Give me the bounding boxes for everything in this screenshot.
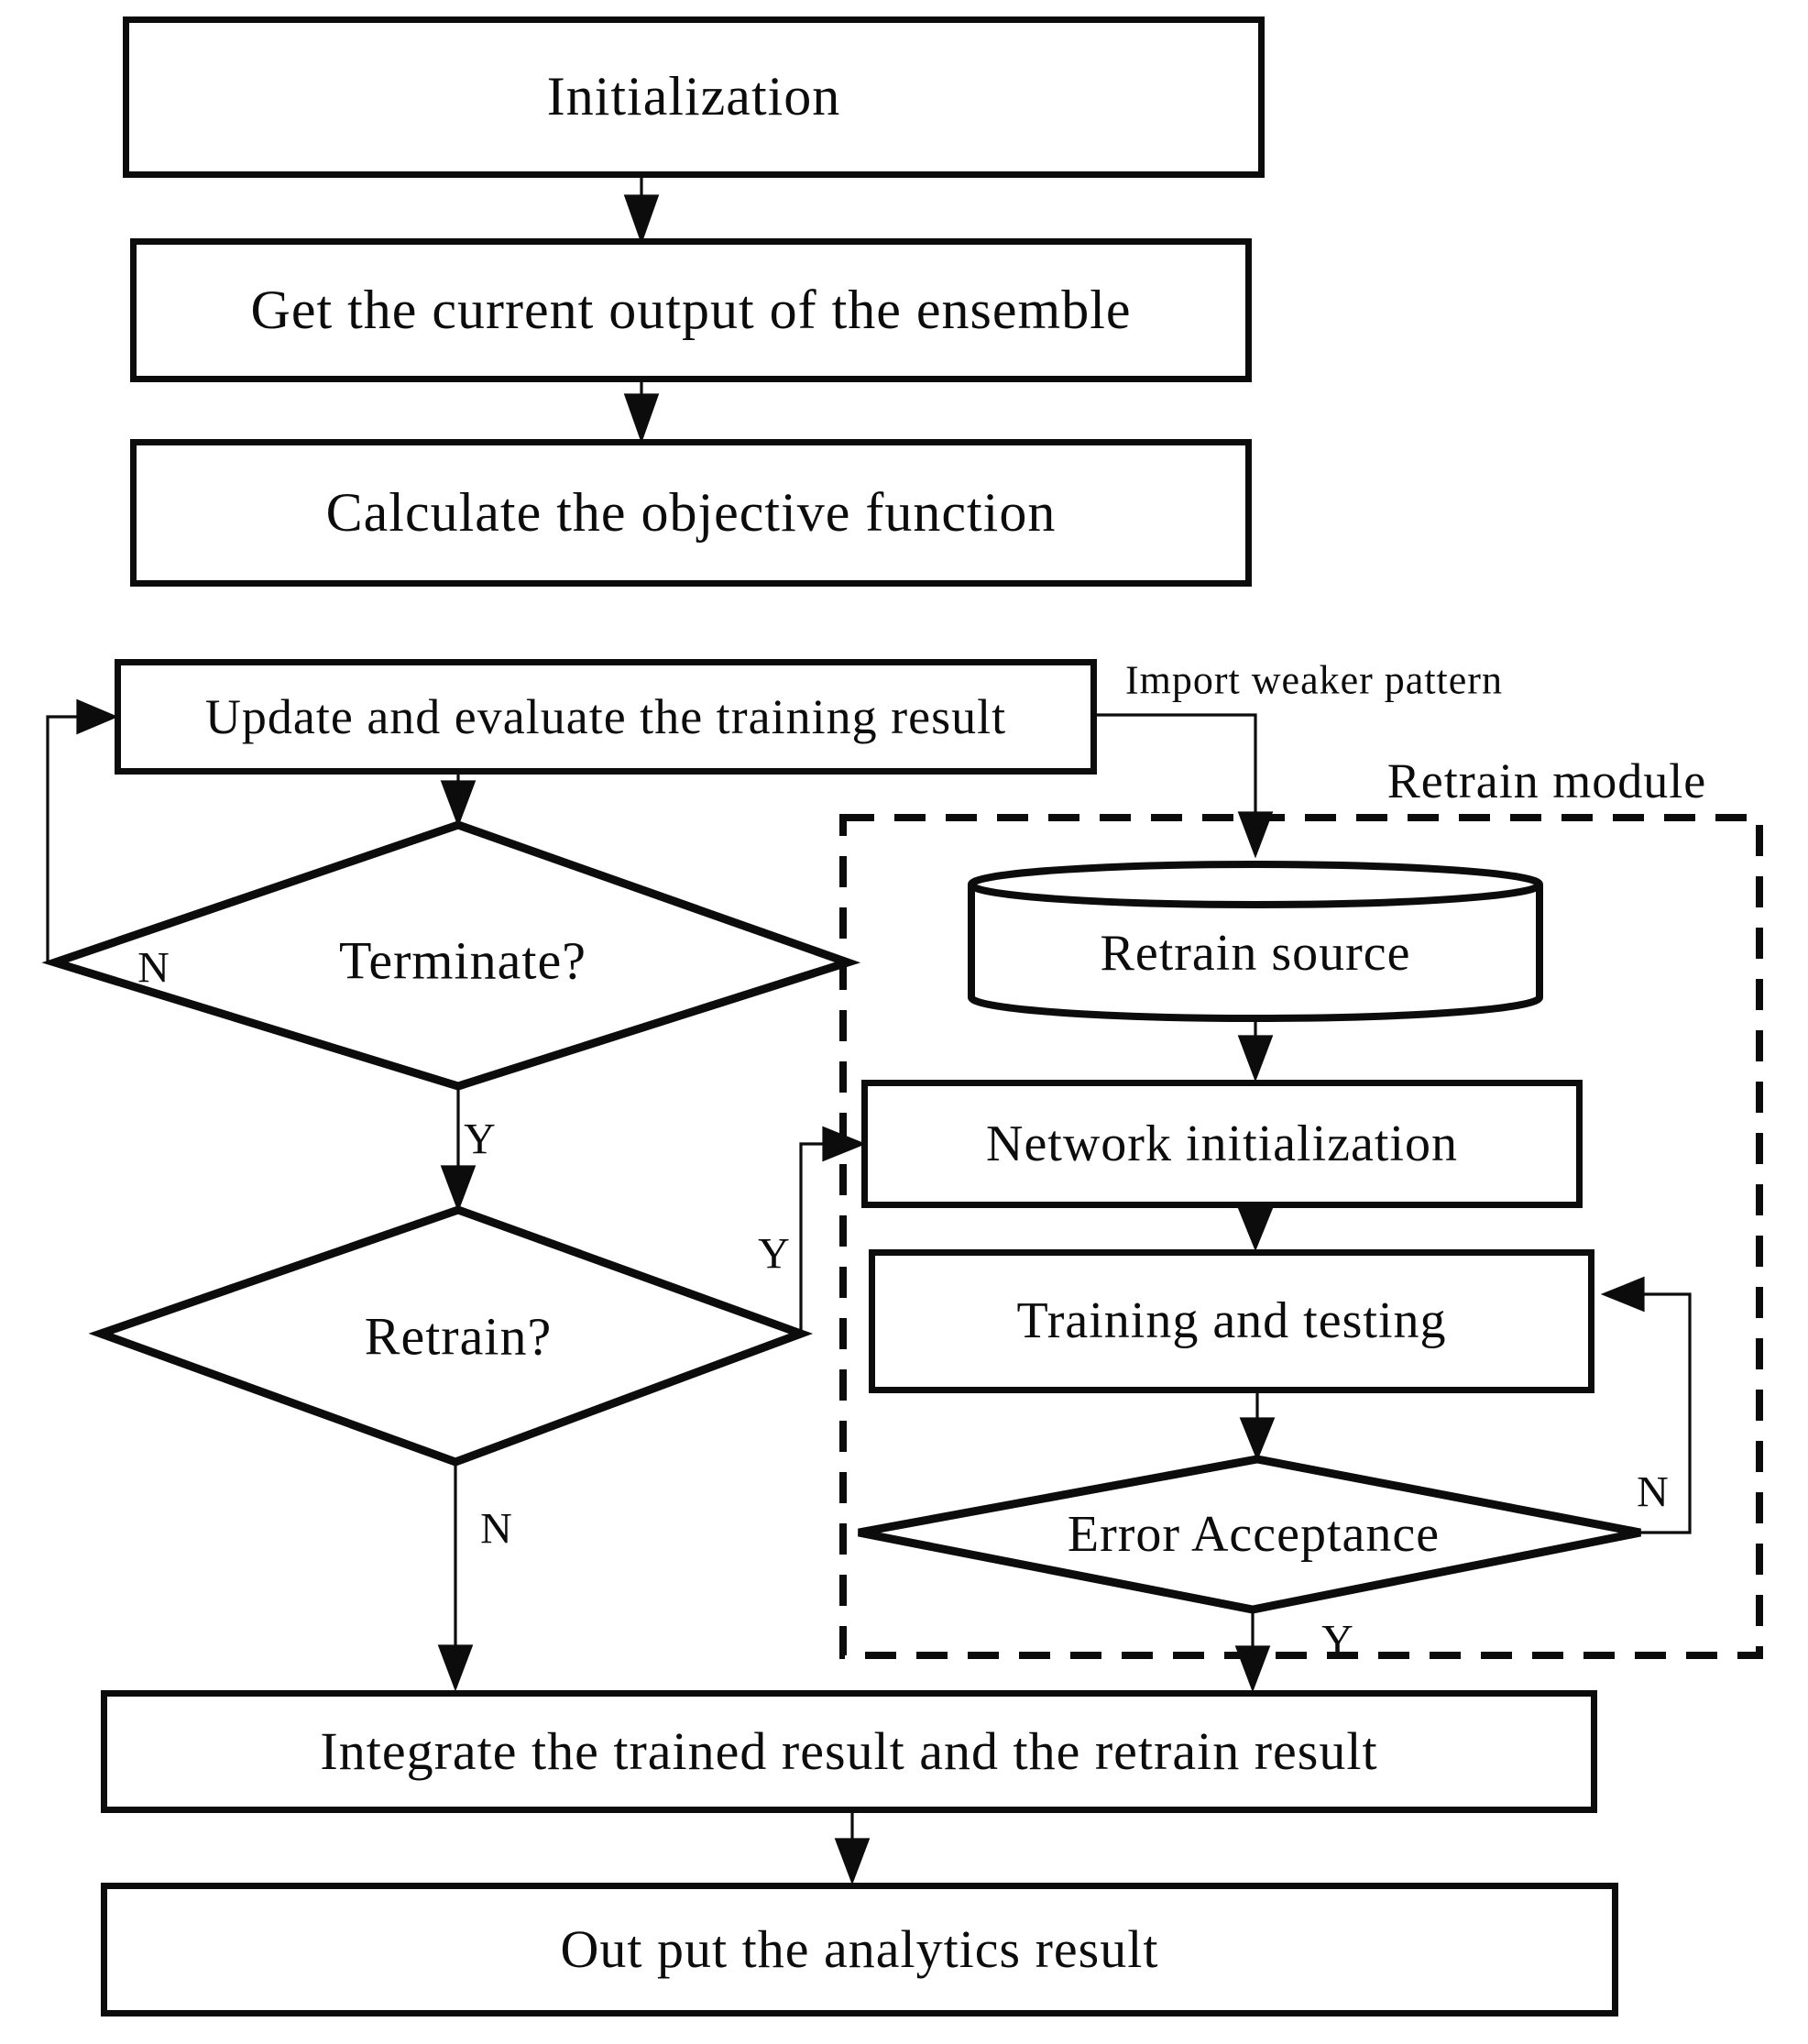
node-output-analytics-result: Out put the analytics result [101, 1883, 1618, 2017]
retrain-module-label: Retrain module [1386, 753, 1707, 808]
arrowhead [440, 780, 477, 828]
edge-init-to-get [623, 178, 660, 245]
arrowhead [76, 698, 119, 735]
edge-error-no-loop [1600, 1276, 1692, 1534]
arrowhead [1234, 1645, 1271, 1693]
edge-integrate-to-output [834, 1813, 871, 1885]
arrowhead [1237, 1035, 1274, 1082]
edge-terminate-yes-to-retrain [440, 1086, 477, 1213]
retrain-decision-label: Retrain? [364, 1306, 553, 1367]
node-label: Get the current output of the ensemble [250, 279, 1132, 340]
edge-retrain-no-to-integrate [437, 1462, 474, 1692]
node-label: Integrate the trained result and the ret… [320, 1720, 1378, 1781]
edge-network-to-training [1237, 1207, 1274, 1252]
arrowhead [834, 1838, 871, 1885]
arrowhead [1600, 1276, 1645, 1313]
edge-terminate-no-loop [46, 698, 119, 964]
retrain-yes-label: Y [758, 1229, 791, 1279]
terminate-decision-label: Terminate? [338, 930, 587, 991]
arrowhead [1237, 1207, 1274, 1252]
node-initialization: Initialization [123, 16, 1265, 178]
edge-source-to-network [1237, 1018, 1274, 1082]
node-label: Calculate the objective function [325, 481, 1057, 543]
arrowhead [437, 1644, 474, 1692]
node-calculate-objective-function: Calculate the objective function [130, 439, 1252, 587]
edge-training-to-error [1239, 1393, 1276, 1462]
edge-import-weaker-pattern [1097, 713, 1274, 859]
arrowhead [822, 1126, 867, 1162]
error-no-label: N [1637, 1467, 1670, 1517]
cylinder-top-rim [968, 861, 1543, 908]
arrowhead [1237, 811, 1274, 859]
arrowhead [440, 1165, 477, 1213]
error-yes-label: Y [1321, 1616, 1354, 1665]
node-training-and-testing: Training and testing [869, 1249, 1594, 1393]
node-label: Out put the analytics result [560, 1918, 1159, 1979]
retrain-source-label: Retrain source [1100, 925, 1411, 982]
node-label: Initialization [546, 66, 841, 127]
edge-retrain-yes-loop [799, 1126, 867, 1334]
edge-error-yes-to-integrate [1234, 1610, 1271, 1693]
retrain-no-label: N [480, 1504, 513, 1554]
error-acceptance-decision-label: Error Acceptance [1067, 1506, 1441, 1563]
terminate-no-label: N [137, 943, 170, 993]
arrowhead [623, 393, 660, 444]
node-label: Update and evaluate the training result [204, 688, 1007, 744]
node-label: Training and testing [1016, 1292, 1447, 1350]
node-label: Network initialization [986, 1115, 1458, 1172]
terminate-yes-label: Y [464, 1115, 497, 1164]
arrowhead [623, 194, 660, 245]
cylinder-body [968, 885, 1543, 1022]
node-get-current-output: Get the current output of the ensemble [130, 238, 1252, 382]
node-update-evaluate-training-result: Update and evaluate the training result [115, 659, 1097, 775]
node-integrate-results: Integrate the trained result and the ret… [101, 1690, 1597, 1813]
import-weaker-pattern-label: Import weaker pattern [1125, 657, 1503, 703]
retrain-module-dashed-border [839, 814, 1763, 1659]
retrain-source-cylinder [968, 861, 1543, 1022]
edge-update-to-terminate [440, 775, 477, 828]
node-network-initialization: Network initialization [861, 1080, 1583, 1208]
arrowhead [1239, 1417, 1276, 1462]
edge-get-to-calc [623, 382, 660, 444]
